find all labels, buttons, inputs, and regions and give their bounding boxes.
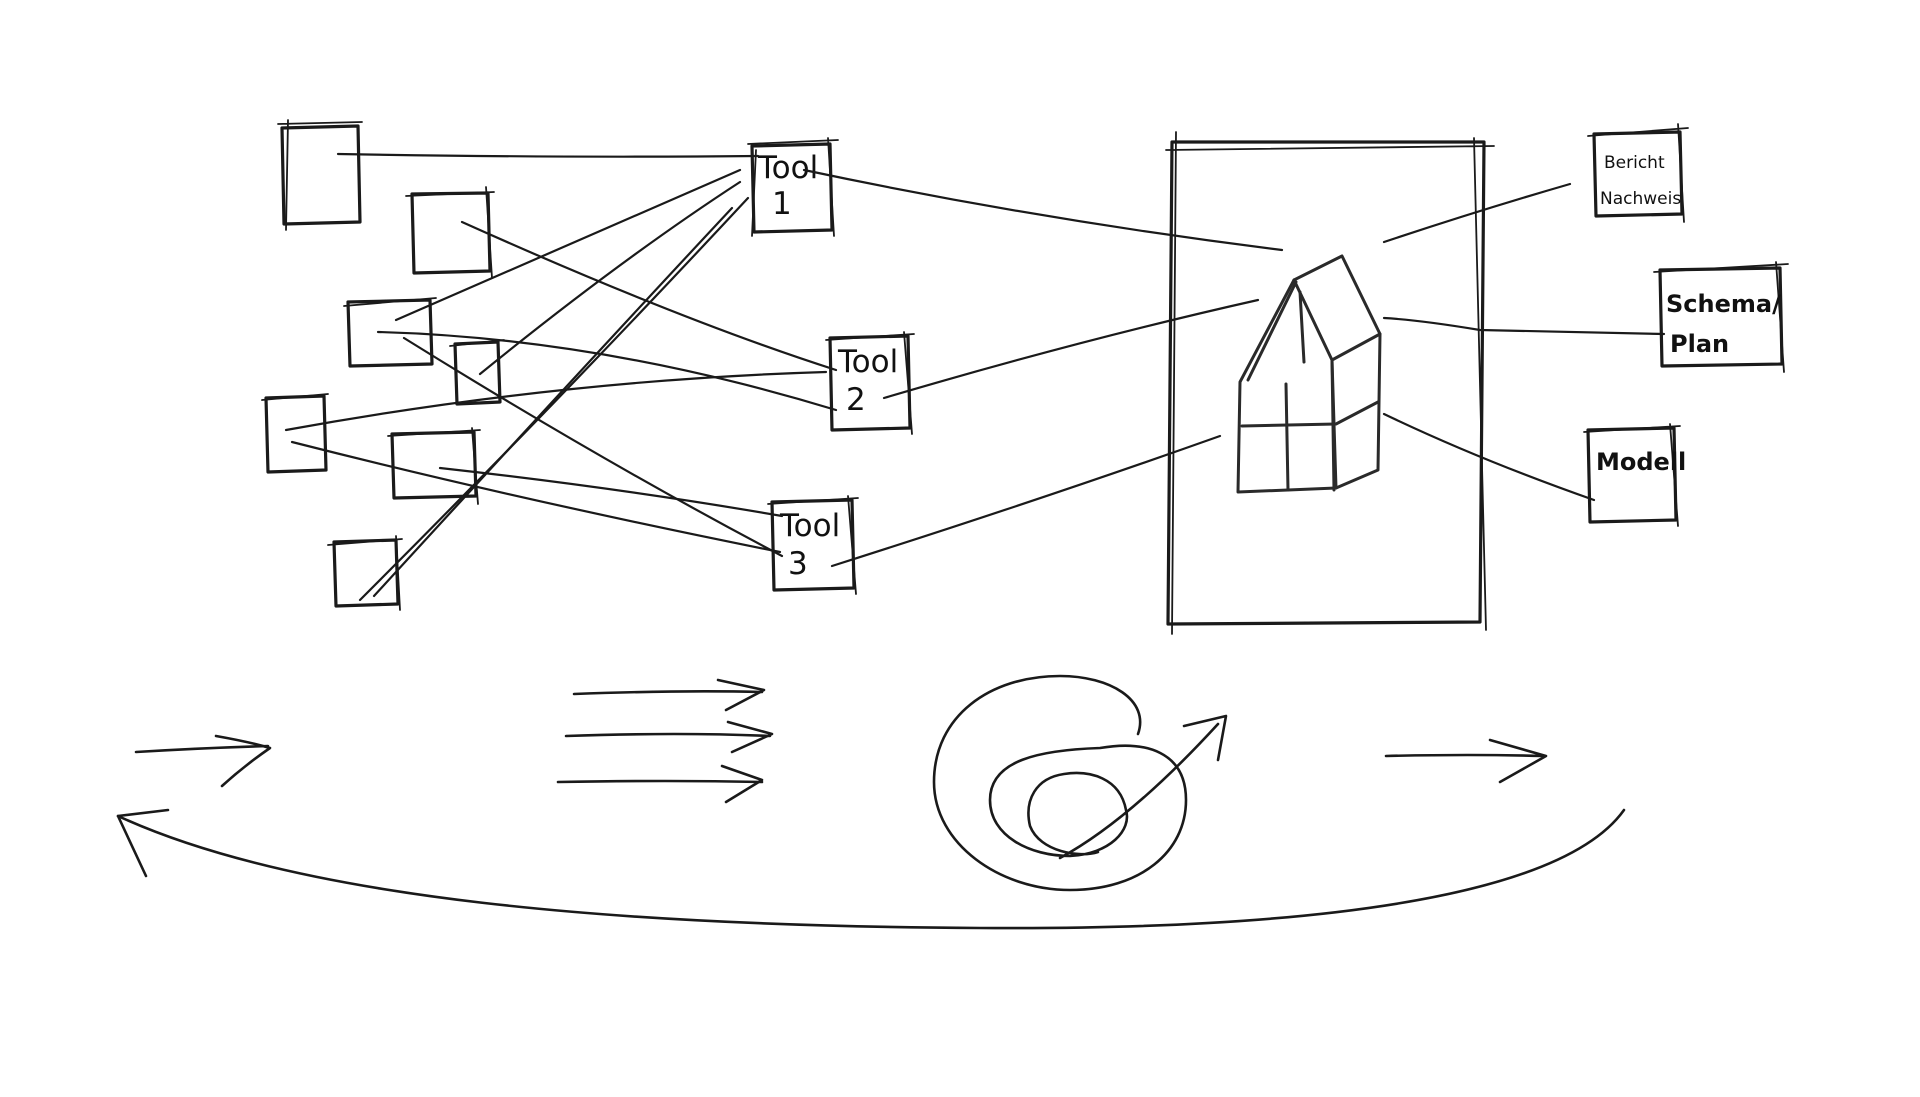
arrow-single-right [1384,738,1548,784]
feedback-loop-arrow [116,808,1626,930]
output-box-schema: Schema/ Plan [1653,261,1789,373]
input-box-b [405,186,495,279]
output-box-bericht: Bericht Nachweis [1587,123,1689,223]
input-box-f [387,427,481,505]
output-box-modell: Modell [1583,423,1686,527]
model-frame [1165,131,1495,635]
tool-1-label-line1: Tool [757,150,818,186]
input-box-d [449,339,505,406]
tool-box-1: Tool 1 [747,137,839,237]
bericht-label-line2: Nachweis [1600,189,1681,209]
tool-2-label-line1: Tool [837,344,898,380]
model-output-links [1382,182,1666,502]
tool-box-3: Tool 3 [767,495,859,595]
input-tool-links [284,152,838,602]
spiral-arrow [932,674,1228,892]
bericht-label-line1: Bericht [1604,153,1665,173]
process-flow [116,674,1626,930]
input-box-g [327,535,403,611]
tool-model-links [802,168,1284,568]
schema-label-line1: Schema/ [1666,290,1781,318]
tool-1-label-line2: 1 [772,186,792,222]
tool-3-label-line1: Tool [779,508,840,544]
tool-box-2: Tool 2 [825,331,915,435]
tool-2-label-line2: 2 [846,382,866,418]
house-icon [1236,254,1382,494]
modell-label: Modell [1596,448,1686,476]
input-box-e [261,393,329,474]
input-boxes [261,119,505,611]
tool-3-label-line2: 3 [788,546,808,582]
input-box-a [277,119,363,231]
input-box-c [343,297,437,368]
arrow-single-left [134,734,272,788]
schema-label-line2: Plan [1670,330,1729,358]
arrow-triple [556,678,774,804]
